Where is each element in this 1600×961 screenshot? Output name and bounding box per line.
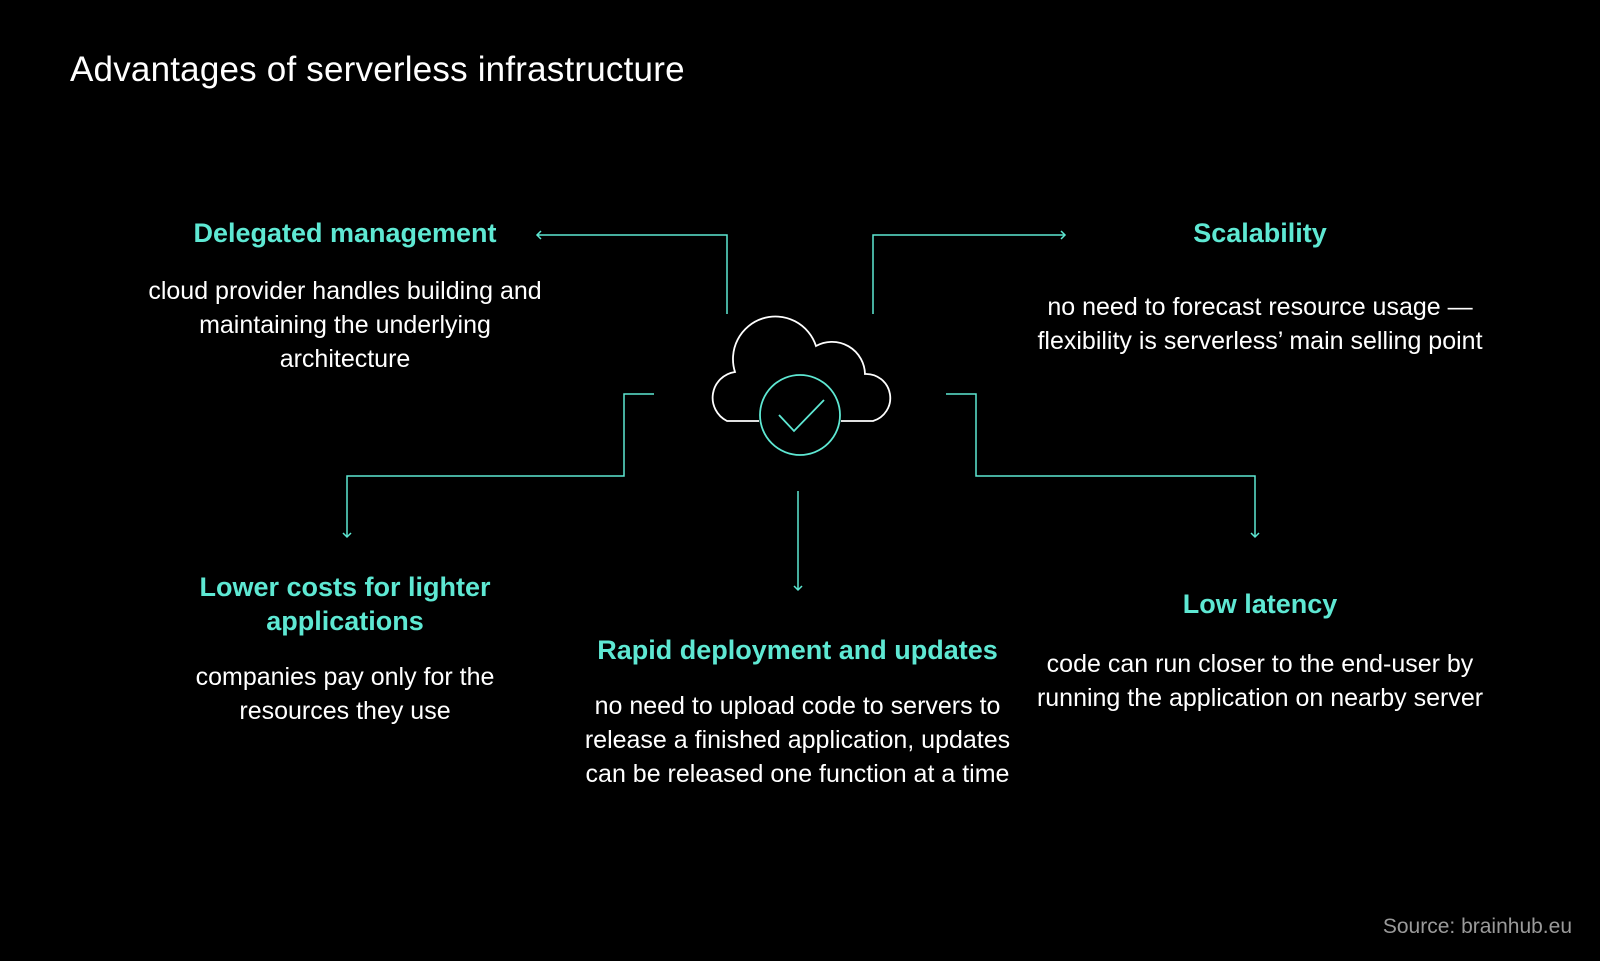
- connector-delegated: [537, 234, 728, 314]
- item-description: no need to upload code to servers to rel…: [584, 692, 1011, 788]
- item-description: companies pay only for the resources the…: [195, 663, 495, 725]
- cloud-check-icon: [711, 315, 892, 456]
- item-heading: Scalability: [1193, 218, 1327, 248]
- arrowhead-delegated: [535, 230, 542, 240]
- item-lower-costs: Lower costs for lighter applications com…: [145, 570, 545, 728]
- source-credit: Source: brainhub.eu: [1382, 915, 1572, 938]
- item-heading: Low latency: [1182, 589, 1338, 619]
- item-low-latency: Low latency code can run closer to the e…: [1035, 587, 1485, 715]
- item-description: cloud provider handles building and main…: [148, 277, 542, 373]
- arrowhead-rapid: [793, 585, 803, 592]
- item-delegated-management: Delegated management cloud provider hand…: [145, 216, 545, 376]
- item-heading: Delegated management: [193, 218, 497, 248]
- item-heading: Rapid deployment and updates: [597, 635, 998, 665]
- connector-lower-costs: [346, 393, 654, 537]
- connector-scalability: [872, 234, 1065, 314]
- item-description: code can run closer to the end-user by r…: [1036, 650, 1484, 712]
- item-heading: Lower costs for lighter applications: [199, 572, 491, 636]
- item-scalability: Scalability no need to forecast resource…: [1035, 216, 1485, 358]
- check-circle: [759, 374, 841, 456]
- item-description: no need to forecast resource usage — fle…: [1037, 293, 1483, 355]
- page-title: Advantages of serverless infrastructure: [70, 50, 685, 89]
- arrowhead-scalability: [1060, 230, 1067, 240]
- arrowhead-lower-costs: [342, 532, 352, 539]
- check-mark: [778, 399, 825, 433]
- connector-latency: [946, 393, 1256, 537]
- cloud-outline: [711, 315, 892, 422]
- arrowhead-latency: [1250, 532, 1260, 539]
- item-rapid-deployment: Rapid deployment and updates no need to …: [565, 633, 1030, 791]
